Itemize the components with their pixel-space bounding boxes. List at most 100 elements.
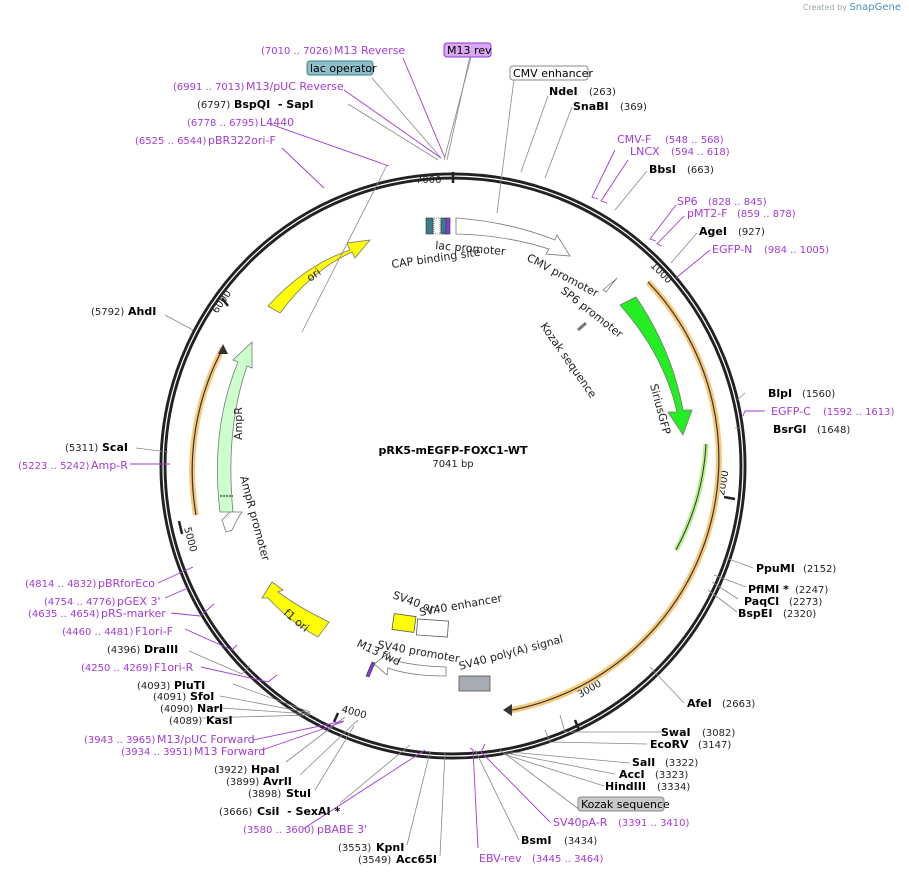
enzyme-kpni[interactable]: (3553)KpnI (338, 841, 404, 854)
enzyme-hpai[interactable]: (3922)HpaI (214, 763, 280, 776)
enzyme-scai[interactable]: (5311)ScaI (65, 441, 128, 454)
primer-pbr322ori-f[interactable]: (6525 .. 6544)pBR322ori-F (135, 134, 276, 147)
cmv-promoter-feature[interactable] (455, 217, 571, 257)
primer-amp-r[interactable]: (5223 .. 5242)Amp-R (18, 459, 128, 472)
map-text: StuI (286, 787, 311, 800)
map-text: EcoRV (650, 738, 689, 751)
enzyme-kasi[interactable]: (4089)KasI (169, 714, 233, 727)
map-text: (5792) (91, 307, 124, 318)
map-text: (7010 .. 7026) (261, 46, 333, 57)
primer-pmt2-f[interactable]: pMT2-F(859 .. 878) (687, 207, 796, 220)
enzyme-bsrgi[interactable]: BsrGI (1648) (773, 423, 850, 436)
map-text: (4250 .. 4269) (81, 663, 153, 674)
primer-pbrforeco[interactable]: (4814 .. 4832)pBRforEco (25, 577, 155, 590)
primer-lncx[interactable]: LNCX(594 .. 618) (630, 145, 730, 158)
map-text: (5223 .. 5242) (18, 461, 90, 472)
primer-ebv-rev[interactable]: EBV-rev(3445 .. 3464) (479, 852, 604, 865)
enzyme-pflmi[interactable]: PflMI *(2247) (748, 583, 828, 596)
tick-5000: 5000 (181, 526, 198, 553)
map-text: (3943 .. 3965) (84, 735, 156, 746)
ori-feature[interactable] (267, 239, 371, 314)
enzyme-bspqi-sapi[interactable]: (6797)BspQI - SapI (197, 98, 314, 111)
map-text: (4089) (169, 716, 202, 727)
map-text: M13/pUC Forward (157, 733, 255, 746)
ampr-promoter-feature[interactable] (221, 511, 243, 533)
enzyme-ndei[interactable]: NdeI(263) (549, 85, 616, 98)
enzyme-acc65i[interactable]: (3549)Acc65I (358, 853, 437, 866)
map-text: (6525 .. 6544) (135, 136, 207, 147)
primer-sp6[interactable]: SP6(828 .. 845) (677, 195, 767, 208)
map-text: (4396) (107, 645, 140, 656)
m13-fwd-feature[interactable] (365, 661, 376, 678)
enzyme-sfoi[interactable]: (4091)SfoI (153, 690, 214, 703)
orf-arcs (189, 279, 722, 716)
map-text: SnaBI (573, 100, 609, 113)
siriusgfp-feature[interactable] (619, 296, 693, 436)
primer-m13-puc-forward[interactable]: (3943 .. 3965)M13/pUC Forward (84, 733, 255, 746)
enzyme-agei[interactable]: AgeI(927) (699, 225, 765, 238)
enzyme-pluti[interactable]: (4093)PluTI (137, 679, 205, 692)
enzyme-stui[interactable]: (3898)StuI (248, 787, 311, 800)
enzyme-csii-sexai[interactable]: (3666)CsiI - SexAI * (219, 805, 340, 818)
enzyme-bspei[interactable]: BspEI(2320) (738, 607, 816, 620)
primer-pbabe-3[interactable]: (3580 .. 3600)pBABE 3' (243, 823, 367, 836)
primer-cmv-f[interactable]: CMV-F(548 .. 568) (617, 133, 724, 146)
enzyme-bbsi[interactable]: BbsI (663) (649, 163, 714, 176)
map-text: (3334) (657, 782, 690, 793)
primer-pgex-3[interactable]: (4754 .. 4776)pGEX 3' (44, 595, 161, 608)
enzyme-ppumi[interactable]: PpuMI(2152) (756, 562, 836, 575)
lac-operator-box[interactable]: lac operator (306, 60, 377, 76)
sv40-promoter-feature[interactable] (373, 651, 447, 677)
enzyme-bsmi[interactable]: BsmI(3434) (521, 834, 597, 847)
sv40-ori-feature[interactable] (391, 613, 417, 633)
map-text: (984 .. 1005) (764, 245, 829, 256)
primer-f1ori-f[interactable]: (4460 .. 4481)F1ori-F (62, 625, 173, 638)
enzyme-paqci[interactable]: PaqCI(2273) (744, 595, 822, 608)
map-text: (3666) (219, 807, 252, 818)
primer-f1ori-r[interactable]: (4250 .. 4269)F1ori-R (81, 661, 194, 674)
map-text: (859 .. 878) (737, 209, 796, 220)
map-text: (548 .. 568) (665, 135, 724, 146)
primer-leaders (130, 57, 765, 849)
enzyme-hindiii[interactable]: HindIII(3334) (605, 780, 690, 793)
map-text: BbsI (649, 163, 676, 176)
primer-sv40pa-r[interactable]: SV40pA-R(3391 .. 3410) (553, 816, 690, 829)
map-text: (2152) (803, 564, 836, 575)
primer-egfp-n[interactable]: EGFP-N(984 .. 1005) (712, 243, 829, 256)
f1-ori-feature[interactable] (261, 581, 330, 638)
sp6-promoter-feature[interactable] (602, 277, 618, 293)
map-text: AccI (619, 768, 645, 781)
cmv-enhancer-box[interactable]: CMV enhancer (509, 65, 593, 81)
kozak-sequence-box[interactable]: Kozak sequence (577, 796, 670, 812)
primer-egfp-c[interactable]: EGFP-C(1592 .. 1613) (771, 405, 895, 418)
snapgene-credit: Created by SnapGene (803, 2, 901, 13)
enzyme-acci[interactable]: AccI(3323) (619, 768, 688, 781)
m13-rev-box[interactable]: M13 rev (443, 42, 492, 58)
map-text: (3549) (358, 855, 391, 866)
primer-l4440[interactable]: (6778 .. 6795)L4440 (187, 116, 294, 129)
enzyme-sali[interactable]: SalI(3322) (632, 756, 698, 769)
sv40-enhancer-label: SV40 enhancer (418, 592, 503, 619)
map-text: (1648) (817, 425, 850, 436)
map-text: BsrGI (773, 423, 806, 436)
enzyme-draiii[interactable]: (4396)DraIII (107, 643, 178, 656)
primer-m13-reverse[interactable]: (7010 .. 7026)M13 Reverse (261, 44, 405, 57)
primer-m13-puc-reverse[interactable]: (6991 .. 7013)M13/pUC Reverse (173, 80, 344, 93)
enzyme-ahdi[interactable]: (5792)AhdI (91, 305, 156, 318)
enzyme-swai[interactable]: SwaI(3082) (661, 726, 735, 739)
cap-binding-site-feature[interactable] (425, 217, 434, 235)
enzyme-afei[interactable]: AfeI(2663) (687, 697, 755, 710)
map-text: (3934 .. 3951) (121, 747, 193, 758)
enzyme-avrii[interactable]: (3899)AvrII (226, 775, 292, 788)
enzyme-ecorv[interactable]: EcoRV(3147) (650, 738, 731, 751)
enzyme-blpi[interactable]: BlpI(1560) (768, 387, 835, 400)
map-text: CMV enhancer (513, 67, 593, 80)
enzyme-snabi[interactable]: SnaBI(369) (573, 100, 647, 113)
primer-m13-forward[interactable]: (3934 .. 3951)M13 Forward (121, 745, 265, 758)
enzyme-nari[interactable]: (4090)NarI (160, 702, 223, 715)
sv40-enhancer-feature[interactable] (416, 618, 449, 638)
map-text: (663) (687, 165, 714, 176)
primer-prs-marker[interactable]: (4635 .. 4654)pRS-marker (28, 607, 166, 620)
ampr-feature[interactable] (217, 341, 253, 513)
sv40-polya-feature[interactable] (458, 675, 491, 692)
